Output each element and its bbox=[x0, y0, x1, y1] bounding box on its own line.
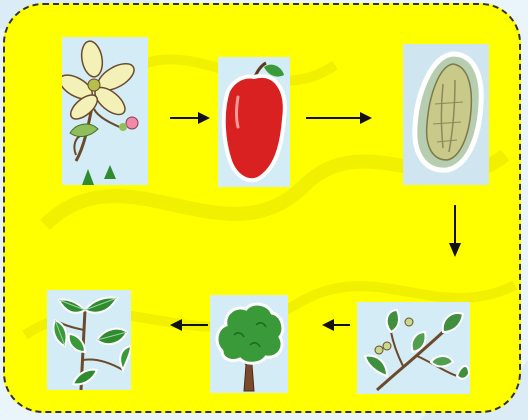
tree-image bbox=[210, 295, 288, 393]
plant-image bbox=[47, 290, 131, 390]
seedling-image bbox=[357, 302, 470, 394]
arrow-right-2 bbox=[306, 110, 372, 126]
arrow-left-2 bbox=[170, 317, 208, 333]
arrow-down bbox=[447, 205, 463, 257]
arrow-left-1 bbox=[322, 317, 350, 333]
fruit-image bbox=[218, 57, 290, 187]
flower-image bbox=[62, 37, 148, 185]
seed-image bbox=[403, 44, 489, 185]
arrow-right-1 bbox=[170, 110, 210, 126]
